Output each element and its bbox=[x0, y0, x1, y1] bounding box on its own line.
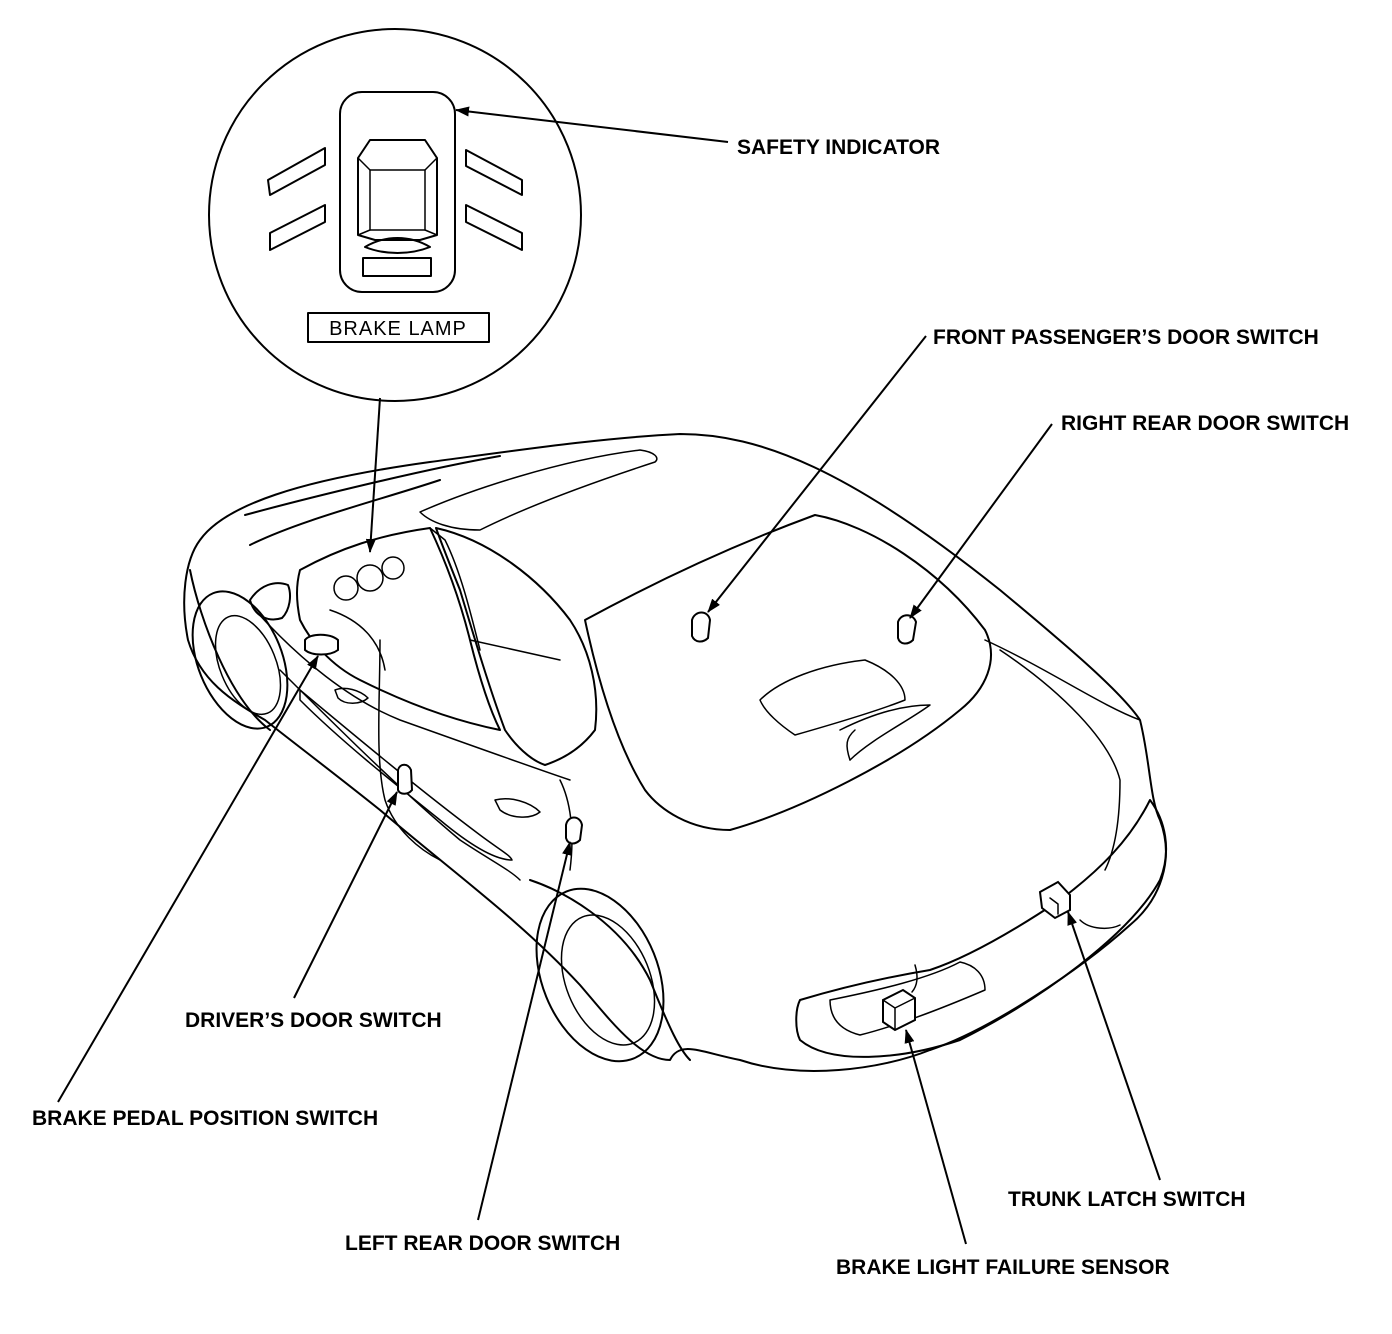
drivers-door-switch-icon bbox=[397, 763, 414, 795]
rear-bumper bbox=[795, 799, 1167, 1058]
rear-door-window bbox=[435, 527, 598, 766]
label-trunk-latch-switch: TRUNK LATCH SWITCH bbox=[1008, 1188, 1246, 1211]
brake-lamp-text: BRAKE LAMP bbox=[329, 318, 467, 340]
rear-wheel bbox=[529, 879, 691, 1063]
leader-right-rear-door bbox=[909, 423, 1053, 619]
side-mirror bbox=[249, 582, 291, 621]
indicator-rear-left-door bbox=[269, 204, 326, 251]
label-drivers-door-switch: DRIVER’S DOOR SWITCH bbox=[185, 1009, 442, 1032]
label-brake-pedal-position-switch: BRAKE PEDAL POSITION SWITCH bbox=[32, 1107, 378, 1130]
indicator-rear-right-door bbox=[465, 204, 523, 251]
sunroof bbox=[419, 449, 658, 531]
front-passenger-door-switch-icon bbox=[691, 611, 712, 643]
leader-brake-pedal bbox=[57, 655, 319, 1103]
indicator-front-right-door bbox=[465, 149, 523, 196]
indicator-front-left-door bbox=[267, 147, 326, 196]
leader-brake-light-failure bbox=[904, 1029, 967, 1245]
front-wheel bbox=[189, 569, 289, 731]
indicator-magnifier: BRAKE LAMP bbox=[208, 28, 582, 402]
magnifier-circle bbox=[208, 28, 582, 402]
leader-lines bbox=[57, 106, 1161, 1245]
indicator-brake-bar bbox=[362, 257, 432, 277]
label-safety-indicator: SAFETY INDICATOR bbox=[737, 136, 940, 159]
left-rear-door-switch-icon bbox=[565, 816, 584, 845]
leader-left-rear-door bbox=[477, 841, 572, 1221]
trunk-latch-switch-icon bbox=[1038, 880, 1071, 920]
rear-deck bbox=[584, 514, 992, 831]
indicator-car-outline bbox=[339, 91, 456, 293]
leader-trunk-latch bbox=[1067, 911, 1161, 1181]
label-left-rear-door-switch: LEFT REAR DOOR SWITCH bbox=[345, 1232, 620, 1255]
labels: SAFETY INDICATOR FRONT PASSENGER’S DOOR … bbox=[32, 136, 1349, 1279]
leader-magnifier bbox=[365, 397, 381, 553]
leader-drivers-door bbox=[293, 791, 398, 999]
brake-light-failure-sensor-icon bbox=[882, 988, 916, 1032]
instrument-cluster bbox=[333, 556, 405, 601]
brake-pedal-switch-icon bbox=[304, 633, 339, 656]
brake-lamp-box bbox=[307, 312, 490, 343]
label-front-passenger-door-switch: FRONT PASSENGER’S DOOR SWITCH bbox=[933, 326, 1319, 349]
leader-front-passenger-door bbox=[707, 335, 927, 613]
tail-lamp bbox=[829, 961, 986, 1036]
leader-safety-indicator bbox=[455, 106, 729, 143]
label-brake-light-failure-sensor: BRAKE LIGHT FAILURE SENSOR bbox=[836, 1256, 1170, 1279]
switch-components bbox=[304, 611, 1071, 1032]
car-illustration bbox=[183, 433, 1167, 1072]
right-rear-door-switch-icon bbox=[897, 614, 918, 645]
label-right-rear-door-switch: RIGHT REAR DOOR SWITCH bbox=[1061, 412, 1349, 435]
car-body-outline bbox=[183, 433, 1167, 1072]
front-door-window bbox=[296, 527, 501, 731]
